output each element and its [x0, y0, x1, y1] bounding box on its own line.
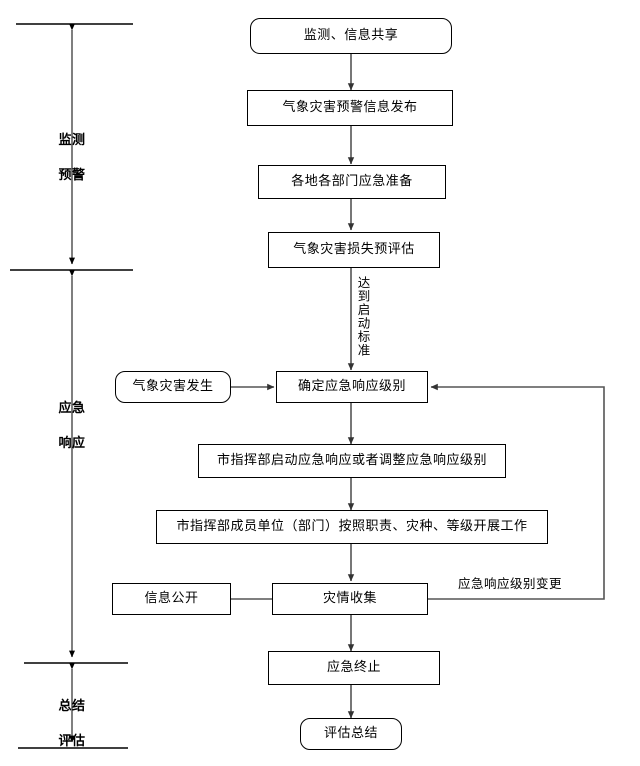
flow-edges — [231, 54, 605, 719]
phase-label-monitoring-line1: 监测 — [58, 132, 86, 148]
phase-label-summary-line1: 总结 — [58, 698, 86, 714]
edge-label-response-level-change: 应急响应级别变更 — [458, 573, 563, 592]
node-warning-release[interactable]: 气象灾害预警信息发布 — [247, 90, 453, 126]
phase-label-monitoring: 监测 预警 — [46, 114, 98, 202]
node-monitoring-info-sharing[interactable]: 监测、信息共享 — [250, 18, 452, 54]
phase-label-summary: 总结 评估 — [46, 680, 98, 766]
node-information-disclosure[interactable]: 信息公开 — [112, 583, 231, 615]
edge-feedback-level-change — [428, 383, 605, 600]
node-disaster-data-collection[interactable]: 灾情收集 — [272, 583, 428, 615]
node-determine-response-level[interactable]: 确定应急响应级别 — [276, 371, 428, 403]
node-assessment-summary[interactable]: 评估总结 — [300, 718, 402, 750]
phase-label-monitoring-line2: 预警 — [58, 167, 86, 183]
node-disaster-occurrence[interactable]: 气象灾害发生 — [115, 371, 231, 403]
phase-label-summary-line2: 评估 — [58, 733, 86, 749]
node-departments-preparation[interactable]: 各地各部门应急准备 — [258, 165, 446, 199]
edge-label-activation-criteria: 达到启动标准 — [355, 276, 371, 368]
node-loss-pre-assessment[interactable]: 气象灾害损失预评估 — [268, 232, 440, 268]
node-member-units-duties[interactable]: 市指挥部成员单位（部门）按照职责、灾种、等级开展工作 — [156, 510, 548, 544]
node-emergency-termination[interactable]: 应急终止 — [268, 651, 440, 685]
phase-label-response: 应急 响应 — [46, 382, 98, 470]
phase-label-response-line1: 应急 — [58, 400, 86, 416]
node-city-hq-activate-adjust[interactable]: 市指挥部启动应急响应或者调整应急响应级别 — [198, 444, 506, 478]
phase-label-response-line2: 响应 — [58, 435, 86, 451]
